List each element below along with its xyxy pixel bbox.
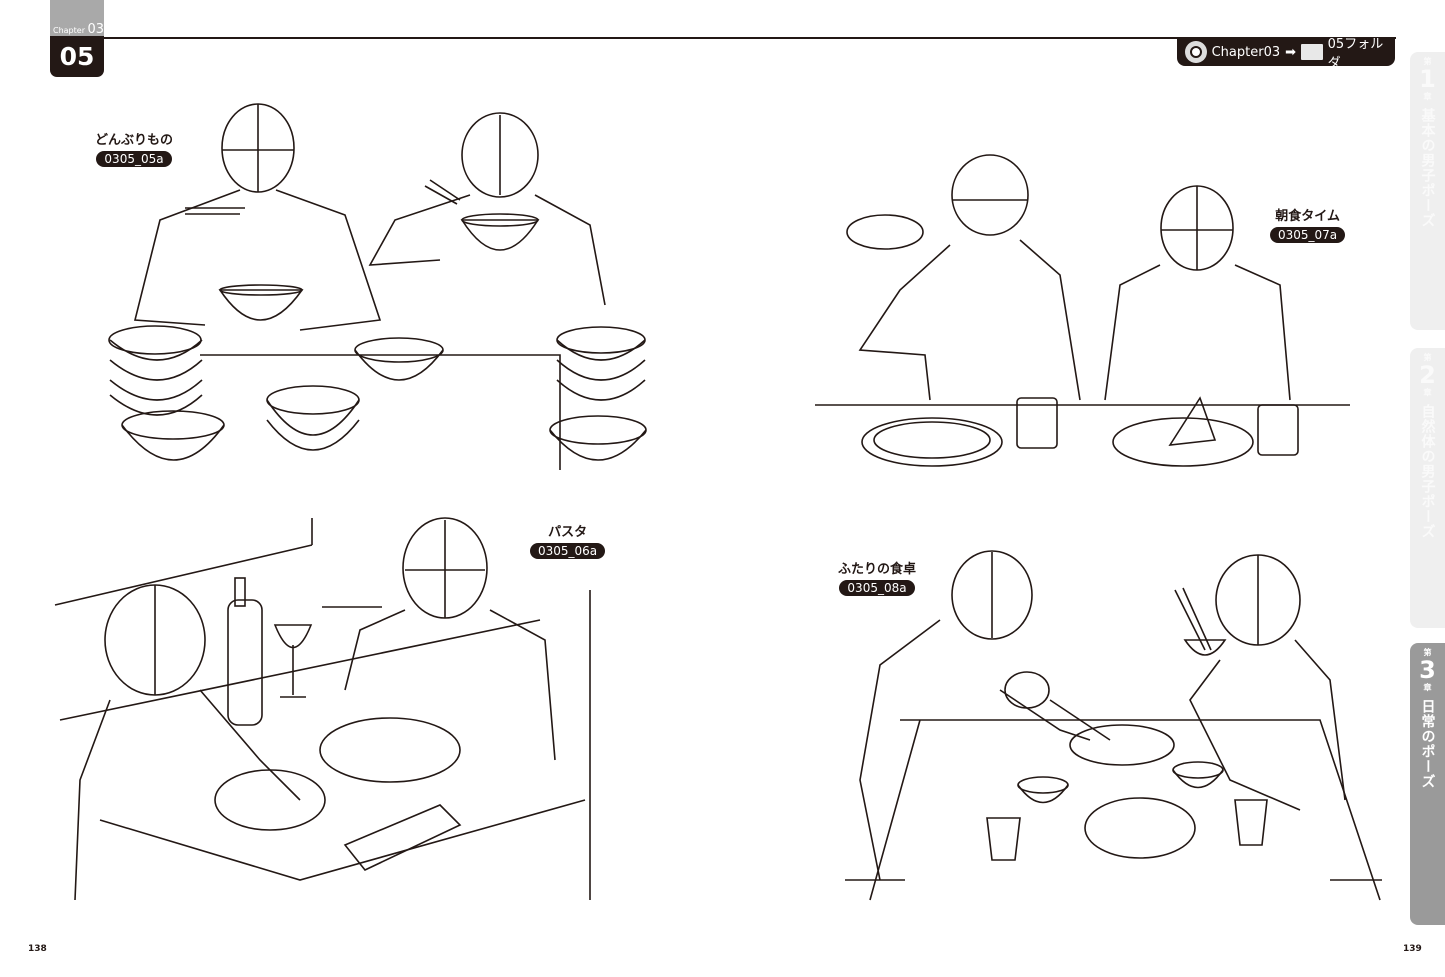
side-tab-chapter-1[interactable]: 第 1 章 基本の男子ポーズ — [1410, 52, 1445, 330]
chapter-tab-top: Chapter 03 — [50, 0, 104, 37]
caption-title: 朝食タイム — [1275, 209, 1340, 224]
arrow-icon: ➡ — [1285, 44, 1297, 60]
header-rule — [104, 37, 1396, 39]
section-number: 05 — [50, 36, 104, 77]
illustration-breakfast — [815, 154, 1350, 467]
illustration-dining-together — [845, 550, 1382, 901]
tab-number: 3 — [1419, 656, 1436, 684]
disc-icon — [1185, 41, 1207, 63]
chapter-number: 03 — [87, 22, 105, 37]
illustration-pasta — [54, 517, 591, 901]
caption-title: どんぶりもの — [95, 133, 174, 148]
folder-icon — [1301, 44, 1323, 60]
chapter-tab: Chapter 03 05 — [50, 0, 104, 77]
caption-title: パスタ — [548, 525, 588, 540]
tab-prefix: 第 — [1423, 353, 1432, 362]
caption-code: 0305_08a — [839, 580, 915, 596]
path-folder: 05フォルダ — [1327, 37, 1384, 71]
caption-title: ふたりの食卓 — [838, 562, 917, 577]
caption-breakfast: 朝食タイム 0305_07a — [1270, 205, 1346, 243]
tab-title: 自然体の男子ポーズ — [1419, 404, 1436, 539]
side-tab-chapter-3[interactable]: 第 3 章 日常のポーズ — [1410, 643, 1445, 925]
tab-prefix: 第 — [1423, 648, 1432, 657]
tab-suffix: 章 — [1423, 683, 1432, 692]
caption-dining-together: ふたりの食卓 0305_08a — [838, 558, 916, 596]
illustration-donburi — [108, 103, 647, 470]
path-source: Chapter03 — [1211, 44, 1281, 60]
tab-number: 2 — [1419, 361, 1436, 389]
tab-title: 基本の男子ポーズ — [1419, 108, 1436, 228]
file-path-badge: Chapter03 ➡ 05フォルダ — [1177, 37, 1395, 71]
tab-number: 1 — [1419, 65, 1436, 93]
caption-pasta: パスタ 0305_06a — [530, 521, 606, 559]
caption-code: 0305_07a — [1270, 227, 1346, 243]
tab-suffix: 章 — [1423, 92, 1432, 101]
page-number-left: 138 — [28, 944, 47, 954]
tab-prefix: 第 — [1423, 57, 1432, 66]
caption-donburi: どんぶりもの 0305_05a — [95, 129, 173, 167]
page-number-right: 139 — [1403, 944, 1422, 954]
tab-suffix: 章 — [1423, 388, 1432, 397]
side-tab-chapter-2[interactable]: 第 2 章 自然体の男子ポーズ — [1410, 348, 1445, 628]
caption-code: 0305_05a — [96, 151, 172, 167]
chapter-word: Chapter — [53, 26, 85, 35]
tab-title: 日常のポーズ — [1419, 699, 1436, 789]
caption-code: 0305_06a — [530, 543, 606, 559]
chapter-label: Chapter 03 — [53, 22, 104, 37]
